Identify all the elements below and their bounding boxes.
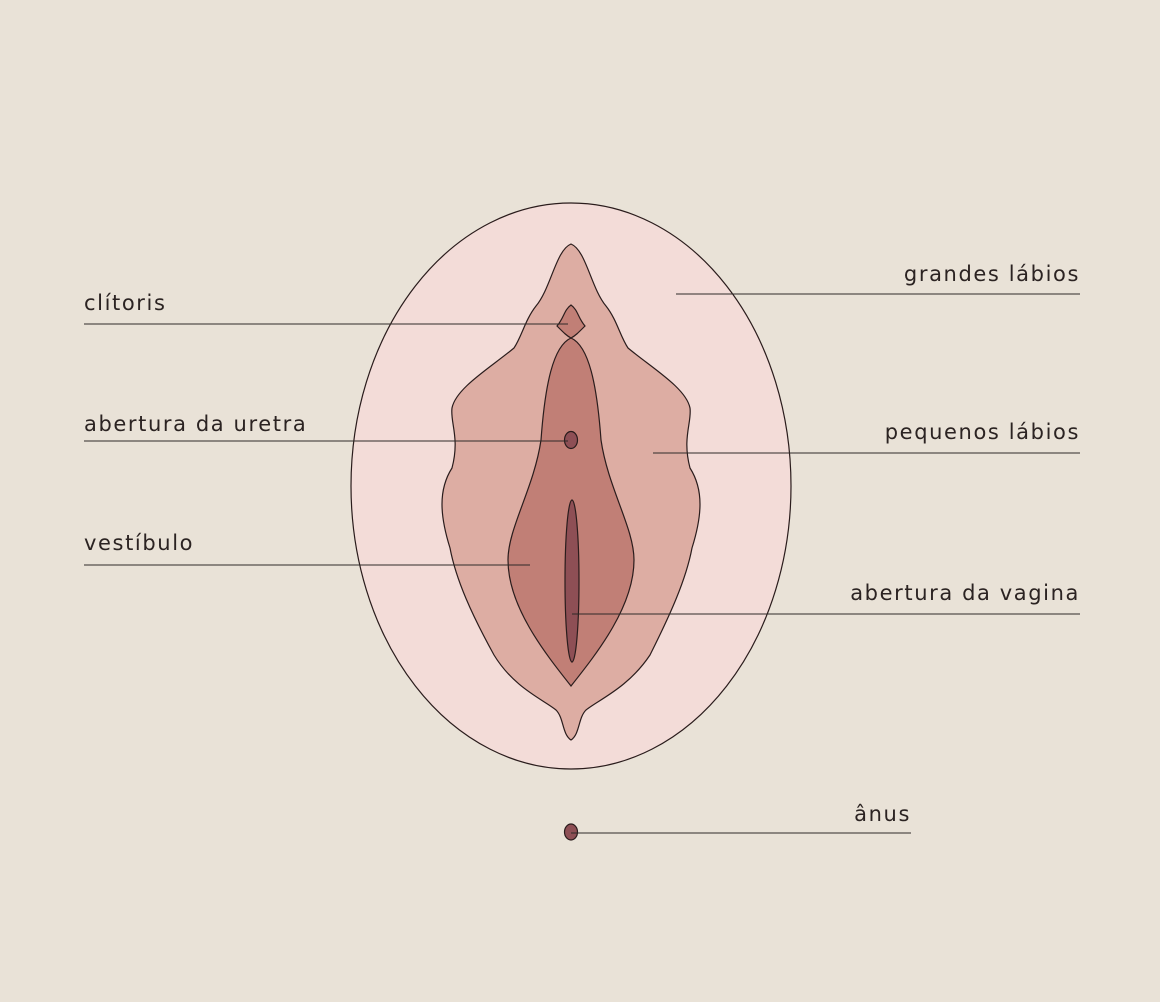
label-anus: ânus xyxy=(854,802,911,826)
urethral-opening-shape xyxy=(563,430,579,450)
clitoris-shape xyxy=(556,304,586,339)
anus-shape xyxy=(563,823,579,841)
label-urethral-opening: abertura da uretra xyxy=(84,412,308,436)
label-inner-labia: pequenos lábios xyxy=(884,420,1080,444)
label-outer-labia: grandes lábios xyxy=(903,262,1080,286)
vaginal-opening-shape xyxy=(564,499,580,663)
label-vaginal-opening: abertura da vagina xyxy=(850,581,1080,605)
label-clitoris: clítoris xyxy=(84,291,167,315)
label-vestibule: vestíbulo xyxy=(84,531,195,555)
